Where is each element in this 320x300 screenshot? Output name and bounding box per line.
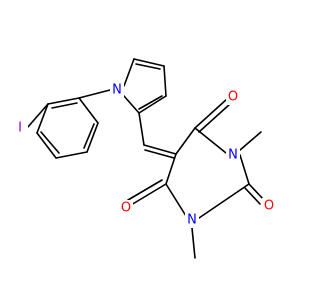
- bond-line: [198, 103, 231, 133]
- bond-line: [40, 131, 60, 154]
- bond-line: [83, 123, 95, 149]
- bond-line: [86, 122, 99, 153]
- atom-label-oxygen-right: O: [264, 199, 274, 214]
- bond-line: [123, 58, 135, 87]
- bond-line: [47, 97, 80, 105]
- bond-line: [133, 58, 165, 67]
- bond-line: [123, 95, 140, 114]
- bond-line: [138, 95, 163, 110]
- bond-line: [51, 102, 78, 109]
- bond-line: [194, 127, 227, 154]
- bond-lines: [26, 58, 265, 259]
- carbonyl-oxygen-top-atom: O: [226, 89, 240, 105]
- bond-line: [78, 89, 111, 99]
- atom-label-pyrimidine-nitrogen-lower: N: [187, 213, 197, 228]
- atom-label-pyrimidine-nitrogen-upper: N: [228, 148, 238, 163]
- bond-line: [130, 183, 167, 206]
- bond-line: [36, 103, 49, 134]
- bond-line: [127, 179, 163, 201]
- molecule-structure-diagram: I N N N O O O: [14, 58, 276, 259]
- pyrimidine-nitrogen-lower-atom: N: [185, 212, 199, 228]
- bond-line: [239, 131, 262, 151]
- bond-line: [78, 97, 99, 124]
- carbonyl-oxygen-right-atom: O: [262, 198, 276, 214]
- bond-line: [244, 187, 261, 205]
- bond-line: [138, 95, 167, 114]
- pyrrole-nitrogen-atom: N: [110, 82, 124, 98]
- atom-label-pyrrole-nitrogen: N: [112, 83, 122, 98]
- bond-line: [165, 183, 187, 217]
- atom-label-oxygen-top: O: [228, 90, 238, 105]
- bond-line: [248, 183, 265, 201]
- atom-label-iodine: I: [18, 121, 22, 136]
- iodine-atom: I: [14, 120, 28, 136]
- bond-line: [143, 144, 177, 155]
- carbonyl-oxygen-left-atom: O: [119, 200, 133, 216]
- bond-line: [26, 103, 49, 129]
- bond-line: [144, 149, 175, 159]
- bond-line: [36, 132, 57, 159]
- bond-line: [55, 151, 88, 159]
- bond-line: [239, 154, 250, 185]
- bond-line: [165, 153, 177, 185]
- atom-label-oxygen-left: O: [121, 201, 131, 216]
- bond-line: [191, 227, 196, 259]
- bond-line: [163, 65, 167, 97]
- bond-line: [135, 63, 161, 70]
- bond-line: [194, 98, 228, 129]
- bond-line: [175, 127, 196, 155]
- pyrimidine-nitrogen-upper-atom: N: [226, 147, 240, 163]
- bond-line: [198, 183, 250, 219]
- bond-line: [138, 112, 145, 146]
